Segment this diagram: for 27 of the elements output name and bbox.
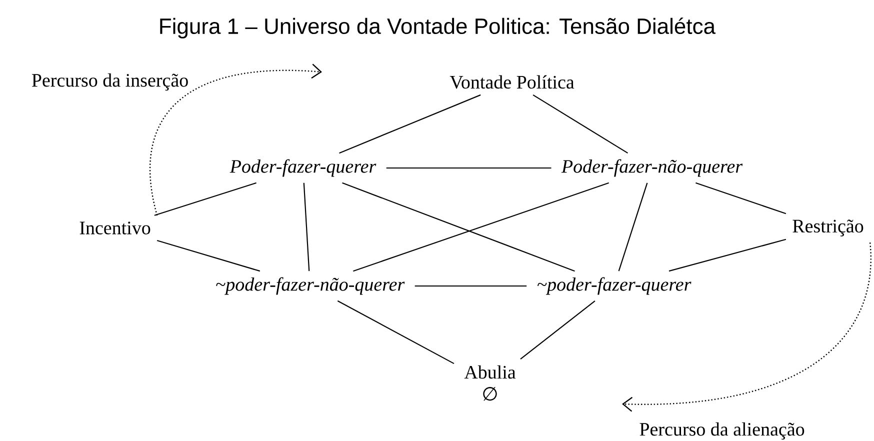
- connector-line: [520, 300, 596, 360]
- node-label: Poder-fazer-não-querer: [561, 159, 743, 177]
- path-arrow: [622, 242, 872, 412]
- node-label: Restrição: [792, 220, 864, 236]
- node-label: Incentivo: [80, 222, 150, 234]
- connector-line: [414, 285, 527, 287]
- connector-line: [668, 238, 786, 272]
- connector-line: [303, 182, 310, 272]
- connector-line: [156, 240, 260, 272]
- connector-line: [337, 300, 454, 364]
- connector-line: [618, 182, 648, 272]
- connector-line: [342, 182, 575, 272]
- path-label: Percurso da alienação: [640, 422, 804, 440]
- connector-line: [696, 182, 786, 214]
- connector-line: [154, 182, 256, 216]
- node-label: Poder-fazer-querer: [230, 159, 376, 177]
- path-label: Percurso da inserção: [32, 73, 188, 91]
- connector-line: [532, 94, 628, 154]
- connector-line: [339, 94, 481, 154]
- connector-line: [386, 167, 552, 169]
- node-label: Abulia ∅: [464, 365, 516, 401]
- node-label: Vontade Política: [450, 75, 574, 89]
- path-arrow: [149, 64, 322, 216]
- connector-line: [353, 182, 610, 272]
- node-label: ~poder-fazer-querer: [538, 277, 692, 295]
- node-label: ~poder-fazer-não-querer: [216, 277, 405, 295]
- figure-title: Figura 1 – Universo da Vontade Politica: Tensão Dialétca: [160, 18, 716, 38]
